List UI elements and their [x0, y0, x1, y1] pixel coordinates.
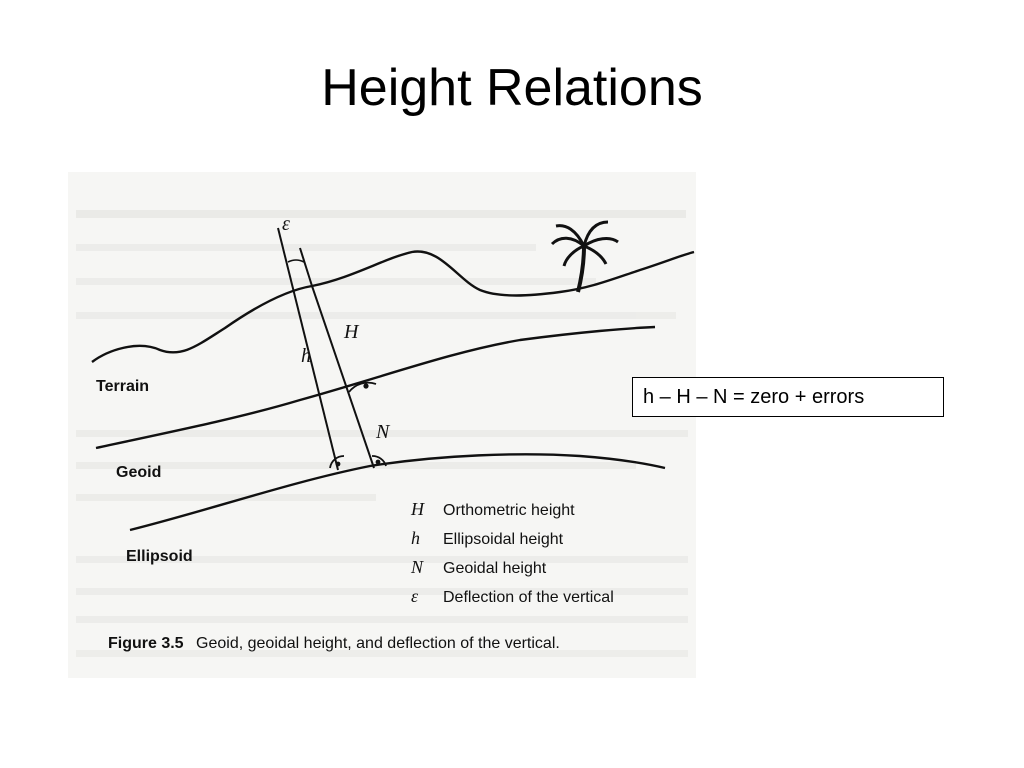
geoid-label: Geoid [116, 464, 161, 481]
figure-caption-text: Geoid, geoidal height, and deflection of… [196, 635, 560, 652]
orthometric-height-symbol: H [343, 321, 360, 343]
legend: H Orthometric height h Ellipsoidal heigh… [410, 499, 614, 606]
terrain-curve [91, 250, 695, 363]
ellipsoidal-height-symbol: h [301, 345, 311, 367]
slide-title: Height Relations [321, 59, 703, 117]
legend-symbol: N [410, 557, 424, 577]
legend-text: Deflection of the vertical [443, 589, 614, 606]
deflection-arc [287, 259, 305, 263]
figure-caption: Figure 3.5 Geoid, geoidal height, and de… [108, 635, 560, 652]
scan-background-texture [76, 210, 688, 657]
legend-text: Geoidal height [443, 560, 547, 577]
right-angle-marker-geoid [348, 381, 377, 393]
right-angle-marker-ellipsoid-right [371, 455, 387, 467]
legend-symbol: H [410, 499, 425, 519]
ellipsoid-curve [129, 453, 666, 532]
plumb-line-extension [299, 247, 313, 287]
epsilon-symbol: ε [282, 213, 290, 235]
figure-caption-number: Figure 3.5 [108, 635, 184, 652]
plumb-line [311, 285, 375, 469]
geoid-curve [95, 325, 656, 450]
geoidal-height-symbol: N [375, 421, 391, 443]
terrain-label: Terrain [96, 378, 149, 395]
ellipsoid-label: Ellipsoid [126, 548, 193, 565]
legend-symbol: ε [411, 586, 419, 606]
ellipsoidal-normal-line [277, 227, 339, 471]
equation-box: h – H – N = zero + errors [632, 377, 944, 417]
right-angle-marker-ellipsoid-left [329, 455, 345, 469]
legend-text: Orthometric height [443, 502, 575, 519]
legend-symbol: h [411, 528, 420, 548]
legend-text: Ellipsoidal height [443, 531, 564, 548]
palm-tree-icon [550, 220, 619, 293]
